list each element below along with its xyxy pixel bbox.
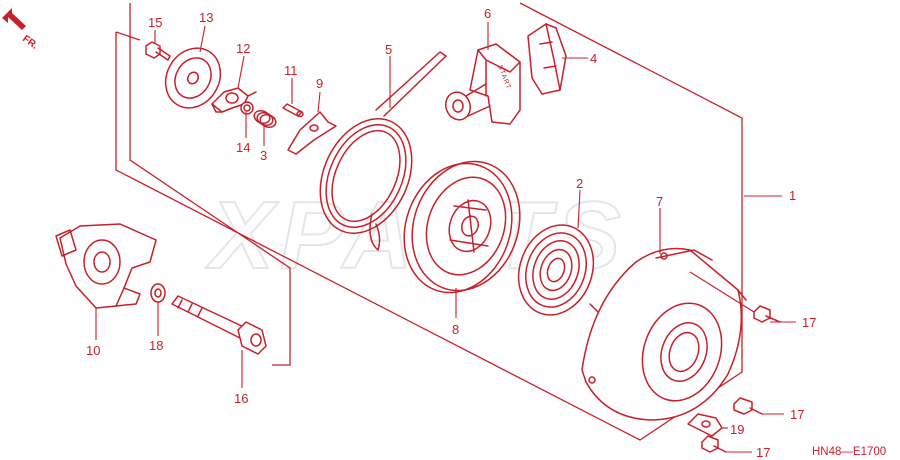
part-11-pin[interactable] <box>282 103 304 118</box>
callout-3: 3 <box>260 148 267 163</box>
callout-17-c: 17 <box>756 445 770 460</box>
callout-17-b: 17 <box>790 407 804 422</box>
callout-2: 2 <box>576 176 583 191</box>
part-2-spring[interactable] <box>506 214 605 325</box>
callout-6: 6 <box>484 6 491 21</box>
callout-13: 13 <box>199 10 213 25</box>
callout-9: 9 <box>316 76 323 91</box>
part-14-spring[interactable] <box>240 101 254 115</box>
front-direction-arrow: FR. <box>2 8 40 52</box>
part-6-grip[interactable]: START <box>442 43 521 125</box>
callout-16: 16 <box>234 391 248 406</box>
part-12-ratchet[interactable] <box>211 87 257 113</box>
part-19-clip[interactable] <box>687 413 723 437</box>
callout-14: 14 <box>236 140 250 155</box>
part-9-guide[interactable] <box>287 111 337 155</box>
part-17-bolt-c[interactable] <box>701 435 727 453</box>
part-7-starter-case[interactable] <box>581 247 747 421</box>
part-17-bolt-a[interactable] <box>753 305 781 323</box>
direction-label: FR. <box>20 33 40 51</box>
diagram-code: HN48—E1700 <box>812 446 886 458</box>
callout-4: 4 <box>590 51 597 66</box>
callout-5: 5 <box>385 42 392 57</box>
part-17-bolt-b[interactable] <box>733 397 763 415</box>
callout-numbers: 15 13 12 11 9 5 6 4 1 2 7 8 14 3 10 18 1… <box>86 6 816 460</box>
part-3-spring[interactable] <box>252 109 277 130</box>
part-4-grip-cover[interactable] <box>527 23 567 95</box>
callout-19: 19 <box>730 422 744 437</box>
part-10-cup[interactable] <box>55 223 157 309</box>
callout-12: 12 <box>236 41 250 56</box>
part-15-bolt[interactable] <box>145 41 171 61</box>
part-16-bolt[interactable] <box>171 295 267 355</box>
callout-1: 1 <box>789 188 796 203</box>
callout-7: 7 <box>656 194 663 209</box>
callout-10: 10 <box>86 343 100 358</box>
callout-8: 8 <box>452 322 459 337</box>
part-8-pulley[interactable] <box>387 146 538 308</box>
callout-17-a: 17 <box>802 315 816 330</box>
leader-lines <box>95 22 796 453</box>
callout-11: 11 <box>284 63 298 78</box>
part-5-rope[interactable] <box>303 51 447 251</box>
callout-18: 18 <box>149 338 163 353</box>
arrow-icon <box>2 8 26 30</box>
part-18-washer[interactable] <box>150 283 166 303</box>
callout-15: 15 <box>148 15 162 30</box>
part-13-plate[interactable] <box>155 38 231 118</box>
